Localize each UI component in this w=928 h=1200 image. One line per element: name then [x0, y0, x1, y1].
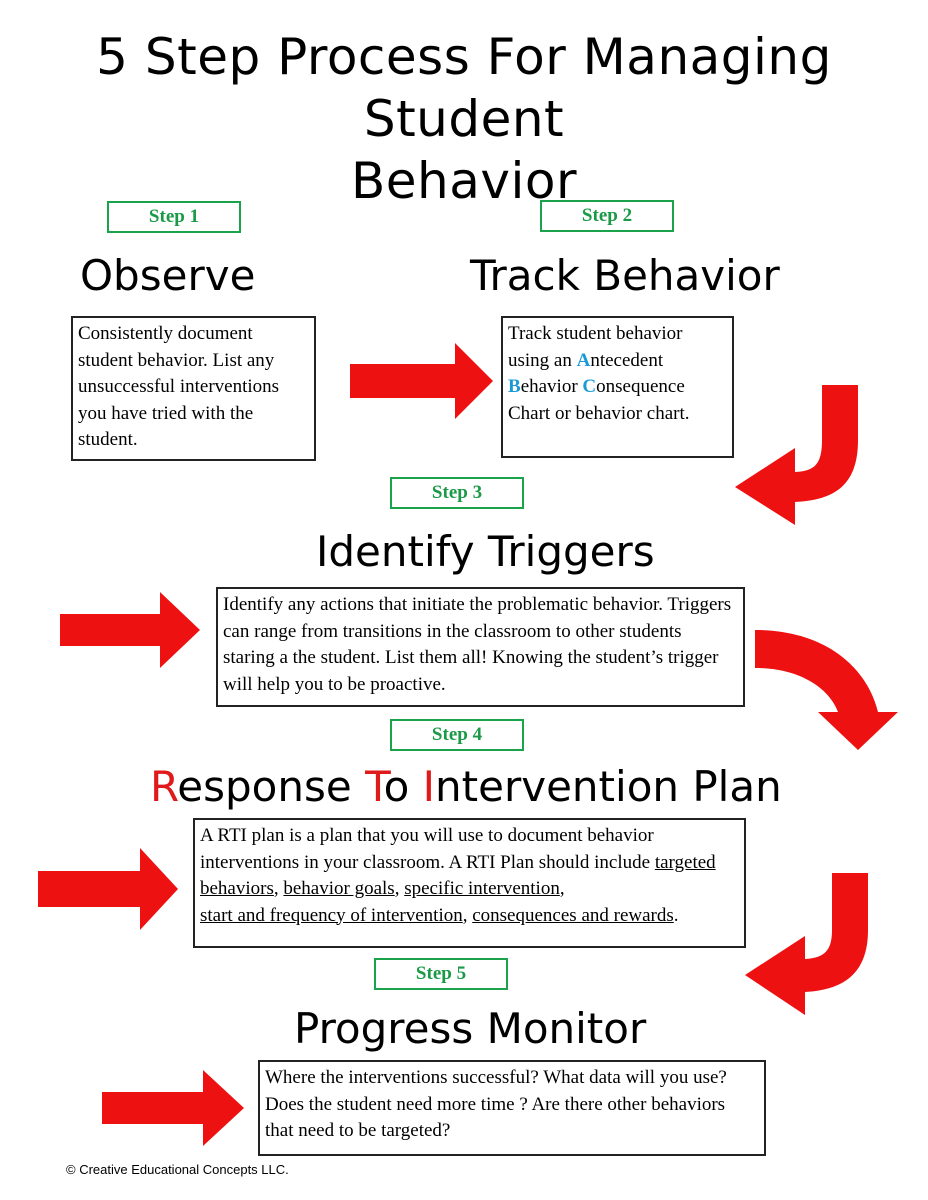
period: .	[673, 904, 679, 926]
underlined-item: behavior goals	[283, 878, 395, 899]
separator: ,	[559, 878, 565, 899]
text-part: Track student behavior using an	[508, 323, 683, 371]
abc-letter-a: A	[576, 349, 591, 371]
step-1-description: Consistently document student behavior. …	[71, 316, 316, 461]
text-part: ntecedent	[590, 349, 664, 371]
step-5-label: Step 5	[374, 958, 508, 990]
curved-down-right-arrow-icon	[755, 630, 898, 750]
separator: ,	[462, 904, 473, 926]
title-line-2: Behavior	[350, 152, 578, 210]
step-3-description: Identify any actions that initiate the p…	[216, 587, 745, 707]
abc-letter-b: B	[508, 376, 521, 397]
step-2-heading: Track Behavior	[470, 251, 780, 300]
heading-letter-i: I	[422, 762, 436, 811]
step-2-label: Step 2	[540, 200, 674, 232]
step-4-label: Step 4	[390, 719, 524, 751]
copyright-footer: © Creative Educational Concepts LLC.	[66, 1162, 289, 1177]
text-part: A RTI plan is a plan that you will use t…	[200, 825, 655, 873]
step-4-heading: Response To Intervention Plan	[150, 762, 782, 812]
step-3-label: Step 3	[390, 477, 524, 509]
right-arrow-icon	[102, 1070, 244, 1146]
heading-letter-r: R	[150, 762, 178, 811]
step-5-heading: Progress Monitor	[294, 1004, 647, 1053]
underlined-item: targeted behaviors	[200, 851, 716, 900]
right-arrow-icon	[38, 848, 178, 930]
separator: ,	[273, 878, 284, 899]
step-2-description: Track student behavior using an Antecede…	[501, 316, 734, 458]
step-1-heading: Observe	[80, 251, 256, 300]
underlined-item: specific intervention	[404, 878, 560, 899]
step-5-description: Where the interventions successful? What…	[258, 1060, 766, 1156]
step-4-description: A RTI plan is a plan that you will use t…	[193, 818, 746, 948]
separator: ,	[394, 878, 405, 899]
text-part: onsequence Chart or behavior chart.	[508, 376, 690, 424]
underlined-item: consequences and rewards	[472, 904, 674, 926]
curved-down-left-arrow-icon	[735, 385, 858, 525]
right-arrow-icon	[350, 343, 493, 419]
underlined-item: start and frequency of intervention	[200, 904, 463, 926]
heading-part-o: o	[383, 762, 423, 811]
abc-letter-c: C	[582, 376, 597, 397]
curved-down-left-arrow-icon	[745, 873, 868, 1015]
page-title: 5 Step Process For Managing Student Beha…	[0, 26, 928, 212]
heading-part-esponse: esponse	[177, 762, 366, 811]
heading-letter-t: T	[365, 762, 384, 811]
text-part: ehavior	[520, 376, 583, 397]
heading-part-ntervention-plan: ntervention Plan	[435, 762, 782, 811]
title-line-1: 5 Step Process For Managing Student	[96, 28, 832, 148]
right-arrow-icon	[60, 592, 200, 668]
step-1-label: Step 1	[107, 201, 241, 233]
step-3-heading: Identify Triggers	[316, 527, 655, 576]
